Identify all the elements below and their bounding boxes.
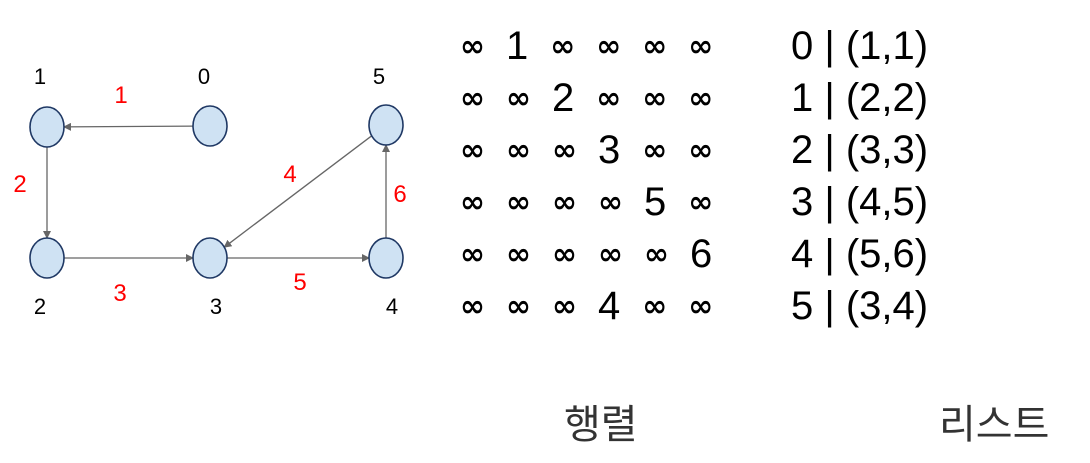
list-row-0: 0 | (1,1) — [791, 23, 929, 68]
matrix-cell-1-4: ∞ — [642, 80, 668, 116]
matrix-cell-5-2: ∞ — [552, 288, 577, 324]
matrix-row-4: ∞ ∞ ∞ ∞ ∞ 6 — [460, 228, 720, 280]
matrix-cell-0-4: ∞ — [642, 28, 668, 64]
matrix-cell-3-3: ∞ — [598, 184, 623, 220]
matrix-cell-1-5: ∞ — [688, 80, 714, 116]
edge-0-to-1 — [62, 122, 194, 131]
matrix-row-0: ∞ 1 ∞ ∞ ∞ ∞ — [460, 20, 720, 72]
matrix-cell-1-2: 2 — [552, 75, 575, 120]
list-row-2: 2 | (3,3) — [791, 127, 929, 172]
matrix-cell-1-1: ∞ — [506, 80, 531, 116]
matrix-cell-5-5: ∞ — [688, 288, 714, 324]
graph-node-4 — [368, 237, 404, 279]
edge-weight-1-2: 2 — [13, 171, 26, 198]
node-label-2: 2 — [34, 294, 46, 319]
graph-node-1 — [29, 106, 65, 148]
list-row-5: 5 | (3,4) — [791, 283, 929, 328]
matrix-cell-4-4: ∞ — [644, 236, 669, 272]
edge-weight-0-1: 1 — [114, 82, 127, 109]
list-row-3: 3 | (4,5) — [791, 179, 929, 224]
edge-weight-3-4: 5 — [293, 269, 306, 296]
matrix-cell-3-1: ∞ — [506, 184, 531, 220]
matrix-cell-0-0: ∞ — [460, 28, 485, 64]
matrix-cell-2-4: ∞ — [642, 132, 668, 168]
matrix-caption: 행렬 — [564, 402, 638, 448]
graph-node-2 — [29, 237, 65, 279]
matrix-cell-5-0: ∞ — [460, 288, 485, 324]
matrix-cell-0-1: 1 — [506, 23, 529, 68]
matrix-cell-4-0: ∞ — [460, 236, 485, 272]
matrix-row-3: ∞ ∞ ∞ ∞ 5 ∞ — [460, 176, 720, 228]
matrix-row-5: ∞ ∞ ∞ 4 ∞ ∞ — [460, 280, 720, 332]
matrix-cell-5-4: ∞ — [642, 288, 668, 324]
matrix-cell-4-1: ∞ — [506, 236, 531, 272]
edge-weight-2-3: 3 — [113, 280, 126, 307]
matrix-cell-4-3: ∞ — [598, 236, 623, 272]
list-row-1: 1 | (2,2) — [791, 75, 929, 120]
matrix-cell-5-1: ∞ — [506, 288, 531, 324]
matrix-cell-3-4: 5 — [644, 179, 667, 224]
matrix-row-2: ∞ ∞ ∞ 3 ∞ ∞ — [460, 124, 720, 176]
matrix-cell-2-1: ∞ — [506, 132, 531, 168]
matrix-row-1: ∞ ∞ 2 ∞ ∞ ∞ — [460, 72, 720, 124]
matrix-cell-2-3: 3 — [598, 127, 621, 172]
node-label-4: 4 — [386, 294, 398, 319]
edge-weight-5-3: 4 — [283, 161, 296, 188]
matrix-cell-0-5: ∞ — [688, 28, 714, 64]
matrix-cell-2-2: ∞ — [552, 132, 577, 168]
matrix-cell-5-3: 4 — [598, 283, 621, 328]
matrix-cell-3-0: ∞ — [460, 184, 485, 220]
matrix-cell-3-2: ∞ — [552, 184, 577, 220]
node-label-5: 5 — [373, 64, 385, 89]
matrix-cell-4-2: ∞ — [552, 236, 577, 272]
matrix-cell-1-0: ∞ — [460, 80, 485, 116]
matrix-cell-2-0: ∞ — [460, 132, 485, 168]
directed-weighted-graph: 1 2 3 4 5 6 0 1 2 3 4 5 — [13, 64, 406, 319]
matrix-cell-2-5: ∞ — [688, 132, 714, 168]
edge-weight-4-5: 6 — [393, 181, 406, 208]
list-caption: 리스트 — [939, 402, 1050, 448]
graph-node-5 — [368, 104, 404, 146]
node-label-0: 0 — [198, 64, 210, 89]
matrix-cell-3-5: ∞ — [688, 184, 714, 220]
node-label-3: 3 — [210, 294, 222, 319]
matrix-cell-1-3: ∞ — [596, 80, 622, 116]
node-label-1: 1 — [34, 64, 46, 89]
graph-node-3 — [192, 237, 228, 279]
graph-node-0 — [192, 105, 228, 147]
matrix-cell-4-5: 6 — [690, 231, 713, 276]
list-row-4: 4 | (5,6) — [791, 231, 929, 276]
matrix-cell-0-2: ∞ — [550, 28, 576, 64]
edge-5-to-3 — [223, 135, 373, 248]
matrix-cell-0-3: ∞ — [596, 28, 622, 64]
